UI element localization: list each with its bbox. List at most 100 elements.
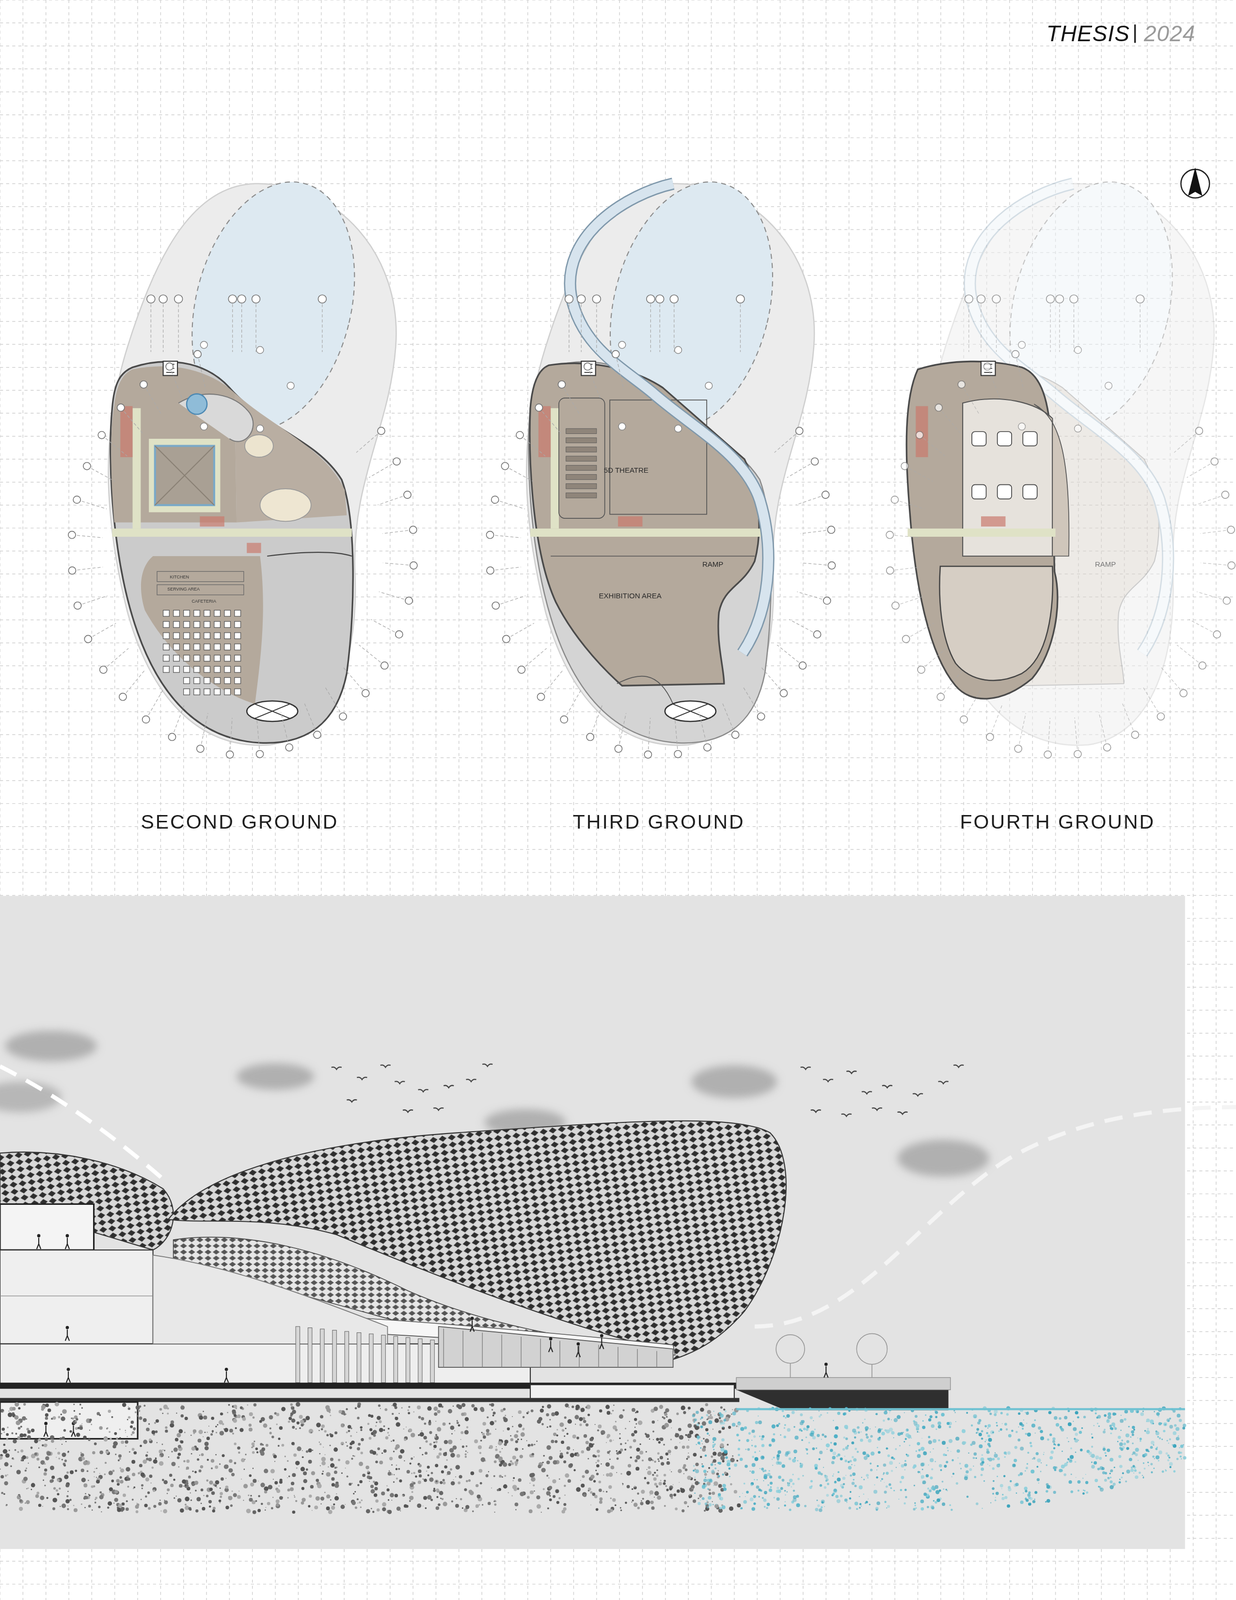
soil-speck: [442, 1501, 447, 1506]
soil-speck: [712, 1500, 714, 1502]
soil-speck: [379, 1419, 382, 1423]
soil-speck: [612, 1497, 616, 1502]
soil-speck: [595, 1507, 599, 1511]
soil-speck: [215, 1479, 220, 1485]
soil-speck: [572, 1448, 574, 1450]
soil-speck: [482, 1421, 487, 1426]
soil-speck: [44, 1462, 47, 1465]
soil-speck: [31, 1428, 35, 1432]
soil-speck: [208, 1505, 211, 1507]
soil-speck: [512, 1479, 514, 1481]
soil-speck: [439, 1490, 444, 1495]
table: [204, 654, 211, 662]
soil-speck: [299, 1426, 302, 1429]
soil-speck: [3, 1480, 8, 1485]
soil-speck: [206, 1478, 209, 1482]
bird: [846, 1070, 857, 1074]
soil-speck: [601, 1432, 603, 1435]
soil-speck: [559, 1450, 561, 1452]
soil-speck: [120, 1440, 125, 1444]
soil-speck: [688, 1439, 690, 1441]
soil-speck: [548, 1476, 550, 1479]
person: [36, 1237, 41, 1249]
soil-speck: [552, 1494, 556, 1498]
grid-bubble: [890, 495, 899, 504]
bubble-leader: [761, 667, 784, 694]
soil-speck: [109, 1490, 111, 1493]
soil-speck: [651, 1420, 655, 1424]
soil-speck: [240, 1478, 242, 1480]
soil-speck: [341, 1443, 343, 1445]
soil-speck: [73, 1403, 75, 1405]
bubble-leader: [940, 670, 963, 697]
table: [224, 643, 231, 650]
soil-speck: [384, 1407, 388, 1411]
third-ground-plan: [526, 164, 815, 745]
soil-speck: [434, 1435, 439, 1440]
soil-speck: [72, 1419, 78, 1425]
soil-speck: [244, 1458, 246, 1460]
soil-speck: [715, 1472, 719, 1475]
soil-speck: [403, 1427, 405, 1430]
soil-speck: [459, 1474, 463, 1478]
soil-speck: [350, 1457, 353, 1460]
person: [824, 1362, 828, 1366]
soil-speck: [81, 1456, 85, 1460]
grid-bubble: [902, 634, 910, 643]
person: [600, 1333, 604, 1338]
soil-speck: [314, 1505, 318, 1509]
soil-speck: [62, 1408, 67, 1414]
table: [173, 621, 180, 628]
soil-speck: [27, 1487, 30, 1489]
soil-speck: [190, 1452, 193, 1455]
step: [656, 1350, 657, 1367]
soil-speck: [519, 1491, 524, 1496]
theatre-seating: [566, 428, 597, 498]
soil-speck: [571, 1405, 574, 1408]
soil-speck: [578, 1416, 583, 1421]
soil-speck: [491, 1408, 493, 1411]
soil-speck: [546, 1490, 551, 1495]
soil-speck: [354, 1505, 358, 1509]
soil-speck: [446, 1470, 451, 1475]
soil-speck: [689, 1487, 694, 1492]
soil-speck: [383, 1448, 387, 1453]
soil-speck: [55, 1488, 59, 1491]
soil-speck: [344, 1503, 346, 1505]
soil-speck: [373, 1492, 378, 1497]
soil-speck: [328, 1509, 333, 1514]
soil-speck: [0, 1474, 4, 1478]
soil-speck: [302, 1471, 307, 1475]
soil-speck: [665, 1415, 668, 1418]
soil-speck: [394, 1493, 398, 1497]
soil-speck: [196, 1457, 200, 1461]
soil-speck: [433, 1444, 437, 1448]
soil-speck: [503, 1407, 507, 1411]
soil-speck: [461, 1506, 464, 1509]
soil-speck: [493, 1474, 496, 1477]
soil-speck: [260, 1482, 265, 1487]
soil-speck: [468, 1478, 471, 1482]
soil-speck: [321, 1424, 325, 1428]
grid-bubble: [1131, 730, 1139, 739]
person: [66, 1371, 71, 1383]
bubble-leader: [776, 644, 803, 666]
soil-speck: [536, 1440, 538, 1442]
soil-speck: [478, 1468, 483, 1473]
soil-speck: [93, 1475, 95, 1477]
soil-speck: [345, 1441, 348, 1443]
soil-speck: [707, 1409, 712, 1414]
bubble-leader: [71, 534, 103, 538]
soil-speck: [320, 1503, 322, 1505]
column: [307, 1327, 312, 1382]
soil-speck: [456, 1453, 460, 1458]
soil-speck: [147, 1506, 151, 1510]
soil-speck: [597, 1424, 602, 1428]
soil-speck: [507, 1426, 510, 1430]
table: [163, 643, 170, 650]
soil-speck: [275, 1423, 278, 1426]
soil-speck: [549, 1494, 551, 1497]
soil-speck: [493, 1459, 497, 1463]
soil-speck: [513, 1487, 518, 1491]
bubble-leader: [1200, 562, 1232, 566]
